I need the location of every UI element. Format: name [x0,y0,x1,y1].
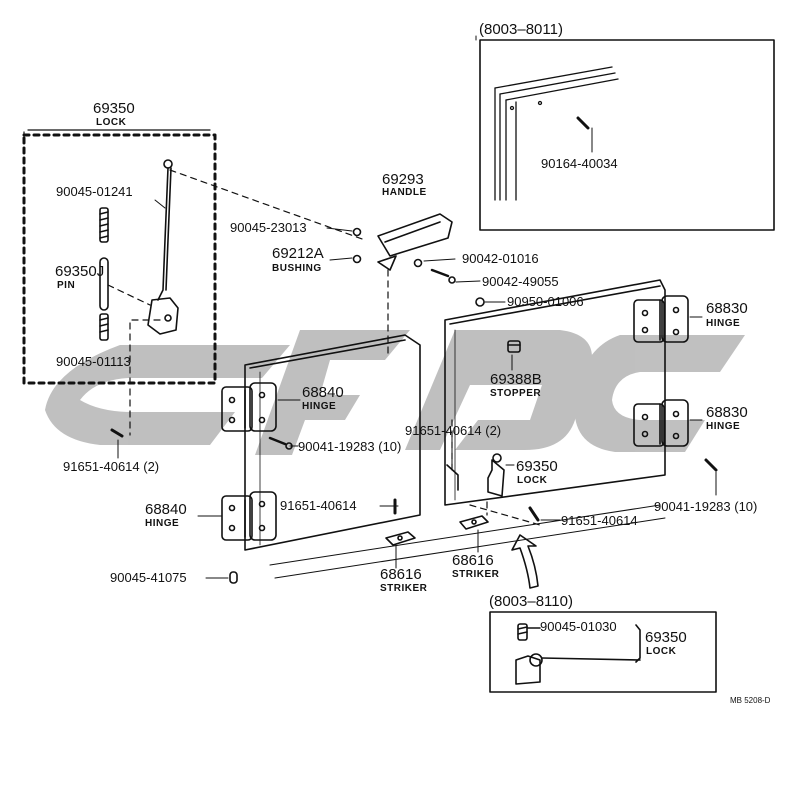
screw-49055-label: 90042-49055 [482,274,559,289]
striker-right-name: STRIKER [452,569,500,580]
handle-number: 69293 [382,171,424,188]
fastener-icons [110,116,718,584]
inset-bottom-lock-icon [515,623,641,685]
screw-40614-2-left-label: 91651-40614 (2) [63,459,160,474]
screw-19283-10-left-label: 90041-19283 (10) [298,439,402,454]
hinge-left-top-name: HINGE [302,401,337,412]
inset-top-frame-icon [494,66,619,201]
inset-bottom-box [489,611,717,693]
screw-40614-2-right-label: 91651-40614 (2) [405,423,502,438]
bushing-name: BUSHING [272,263,322,274]
hinge-left-bottom-number: 68840 [145,501,187,518]
striker-right-number: 68616 [452,552,494,569]
lock-right-number: 69350 [516,458,558,475]
striker-left-icon [385,531,416,546]
screw-19283-10-right-label: 90041-19283 (10) [654,499,758,514]
lock-group-box [22,133,217,385]
stopper-name: STOPPER [490,388,542,399]
nut-23013-label: 90045-23013 [230,220,307,235]
stopper-icon [507,340,521,353]
bolt-41075-label: 90045-41075 [110,570,187,585]
inset-top-box [479,39,775,231]
washer-01016-label: 90042-01016 [462,251,539,266]
hinge-left-top-number: 68840 [302,384,344,401]
handle-icon [377,213,453,271]
bolt-01113-icon [99,313,109,341]
hinge-right-bottom-icon [633,399,689,447]
inset-bottom-range: (8003–8110) [489,593,573,610]
lock-rod-icon [147,159,179,335]
bolt-01241-icon [99,207,109,243]
pin-name: PIN [57,280,76,291]
inset-bottom-lock-number: 69350 [645,629,687,646]
hinge-left-bottom-icon [221,491,277,541]
screw-40614-left-label: 91651-40614 [280,498,357,513]
screw-40614-right-label: 91651-40614 [561,513,638,528]
hinge-right-top-name: HINGE [706,318,741,329]
inset-bottom-lock-name: LOCK [646,646,677,657]
lock-right-name: LOCK [517,475,548,486]
inset-top-range: (8003–8011) [479,21,563,38]
bushing-number: 69212A [272,245,324,262]
bolt-01113-label: 90045-01113 [56,354,131,369]
hinge-right-top-icon [633,295,689,343]
logo-watermark-icon [45,330,745,455]
pin-icon [99,257,109,311]
striker-left-number: 68616 [380,566,422,583]
stopper-bolt-label: 90950-01006 [507,294,584,309]
inset-top-part: 90164-40034 [541,156,618,171]
lock-right-icon [446,453,505,497]
handle-name: HANDLE [382,187,427,198]
hinge-right-bottom-name: HINGE [706,421,741,432]
drawing-code: MB 5208-D [730,696,771,705]
inset-bottom-bolt: 90045-01030 [540,619,617,634]
arrow-icon [511,534,539,589]
stopper-number: 69388B [490,371,542,388]
bolt-01241-label: 90045-01241 [56,184,133,199]
hinge-left-top-icon [221,382,277,432]
hinge-left-bottom-name: HINGE [145,518,180,529]
lock-group-name: LOCK [96,117,127,128]
pin-number: 69350J [55,263,105,280]
lock-group-number: 69350 [93,100,135,117]
striker-left-name: STRIKER [380,583,428,594]
striker-right-icon [459,515,489,530]
hinge-right-top-number: 68830 [706,300,748,317]
hinge-right-bottom-number: 68830 [706,404,748,421]
